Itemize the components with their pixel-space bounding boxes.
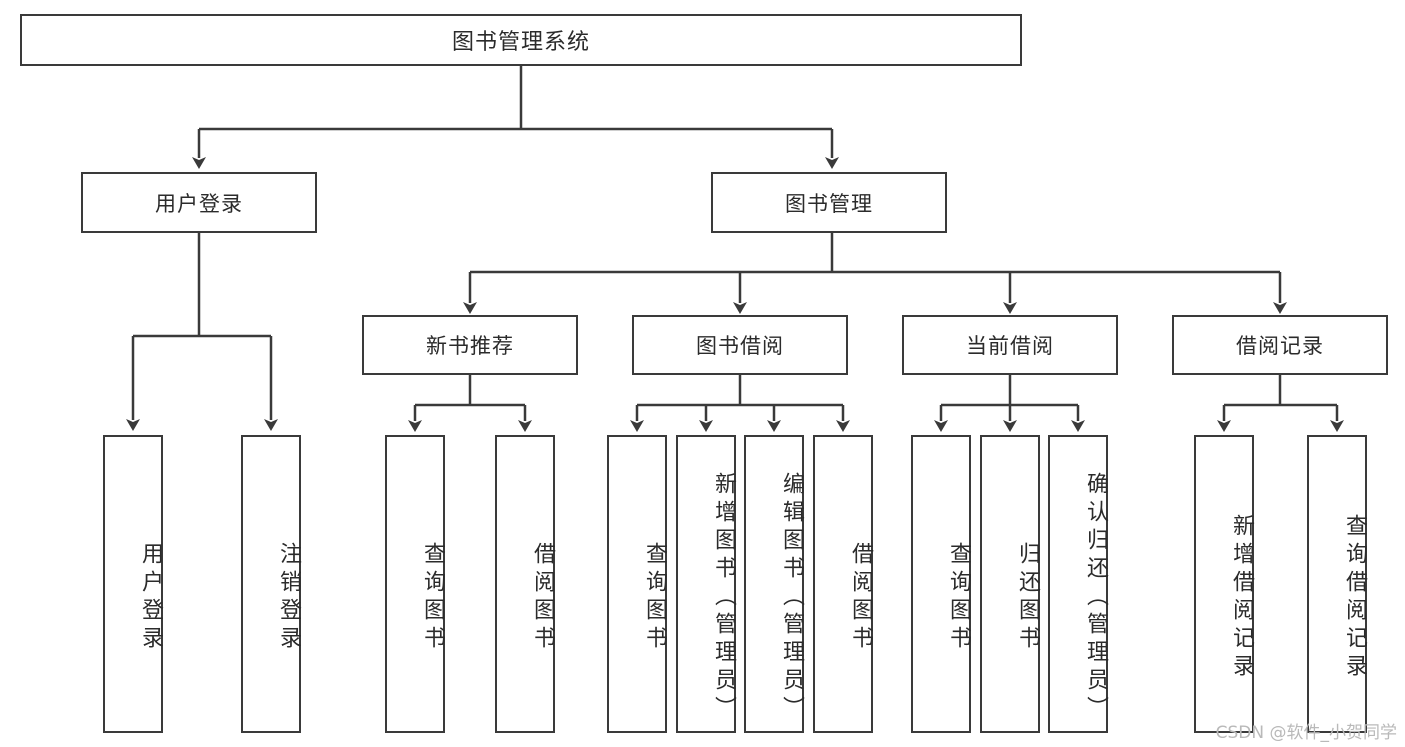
node-label: 当前借阅 (966, 334, 1054, 358)
node-leaf-edit-book-admin[interactable]: 编辑图书（管理员） (744, 435, 804, 733)
node-leaf-logout[interactable]: 注销登录 (241, 435, 301, 733)
node-borrow-record[interactable]: 借阅记录 (1172, 315, 1388, 375)
node-new-book-recommend[interactable]: 新书推荐 (362, 315, 578, 375)
node-label: 图书借阅 (696, 334, 784, 358)
node-label: 归还图书 (1015, 542, 1040, 654)
node-label: 用户登录 (155, 191, 243, 216)
node-label: 图书管理 (785, 191, 873, 216)
node-leaf-borrow-book[interactable]: 借阅图书 (813, 435, 873, 733)
node-current-borrow[interactable]: 当前借阅 (902, 315, 1118, 375)
node-root-system[interactable]: 图书管理系统 (20, 14, 1022, 66)
node-label: 查询图书 (946, 542, 971, 654)
node-label: 借阅记录 (1236, 334, 1324, 358)
node-leaf-user-login[interactable]: 用户登录 (103, 435, 163, 733)
node-label: 编辑图书（管理员） (779, 472, 804, 724)
node-leaf-add-borrow-record[interactable]: 新增借阅记录 (1194, 435, 1254, 733)
node-label: 新增图书（管理员） (711, 472, 736, 724)
node-leaf-borrow-book-recommend[interactable]: 借阅图书 (495, 435, 555, 733)
node-label: 图书管理系统 (451, 30, 590, 55)
node-leaf-query-borrow-record[interactable]: 查询借阅记录 (1307, 435, 1367, 733)
node-label: 确认归还（管理员） (1083, 472, 1108, 724)
node-label: 借阅图书 (530, 542, 555, 654)
node-label: 用户登录 (138, 542, 163, 654)
node-label: 借阅图书 (848, 542, 873, 654)
node-leaf-query-book-borrow[interactable]: 查询图书 (607, 435, 667, 733)
watermark-text: CSDN @软件_小贺同学 (1215, 723, 1397, 743)
node-leaf-return-book[interactable]: 归还图书 (980, 435, 1040, 733)
node-label: 查询图书 (420, 542, 445, 654)
node-label: 注销登录 (276, 542, 301, 654)
node-leaf-confirm-return-admin[interactable]: 确认归还（管理员） (1048, 435, 1108, 733)
node-label: 新书推荐 (426, 334, 514, 358)
node-book-borrow[interactable]: 图书借阅 (632, 315, 848, 375)
node-leaf-query-book-current[interactable]: 查询图书 (911, 435, 971, 733)
node-user-login[interactable]: 用户登录 (81, 172, 317, 233)
node-leaf-add-book-admin[interactable]: 新增图书（管理员） (676, 435, 736, 733)
node-label: 查询图书 (642, 542, 667, 654)
node-leaf-query-book-recommend[interactable]: 查询图书 (385, 435, 445, 733)
node-book-management[interactable]: 图书管理 (711, 172, 947, 233)
node-label: 新增借阅记录 (1229, 514, 1254, 682)
node-label: 查询借阅记录 (1342, 514, 1367, 682)
